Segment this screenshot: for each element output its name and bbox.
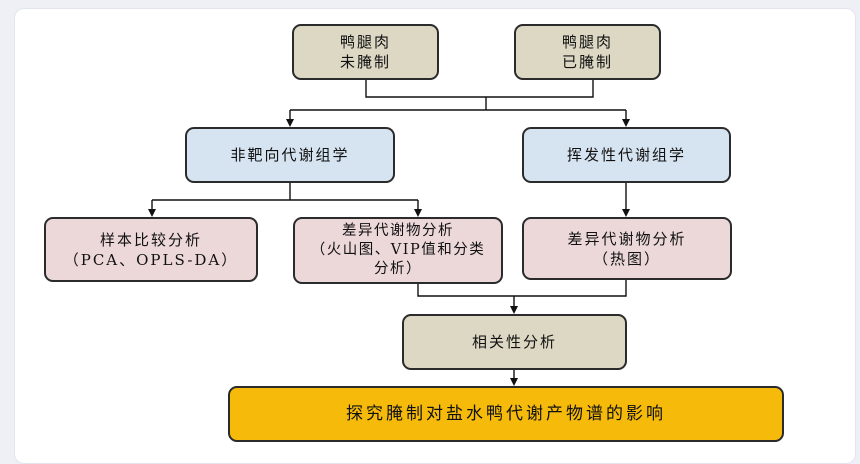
node-sample-comparison: 样本比较分析 （PCA、OPLS-DA）	[44, 217, 258, 282]
connector-duck-a	[365, 80, 486, 98]
node-correlation-analysis: 相关性分析	[402, 314, 627, 370]
connector-duck-b	[486, 80, 594, 98]
node-volatile-label: 挥发性代谢组学	[566, 146, 686, 164]
node-duck-salted-line1: 鸭腿肉	[561, 33, 613, 51]
connector-diff-volatile-down	[514, 280, 627, 297]
node-diff-untargeted-line3: 分析）	[374, 261, 422, 277]
node-sample-comparison-line1: 样本比较分析	[99, 230, 202, 249]
node-sample-comparison-line2: （PCA、OPLS-DA）	[63, 250, 239, 269]
node-diff-untargeted-line1: 差异代谢物分析	[342, 223, 454, 239]
connector-diff-untargeted-down	[417, 284, 514, 297]
node-untargeted-metabolomics: 非靶向代谢组学	[185, 127, 395, 183]
node-diff-untargeted-line2: （火山图、VIP值和分类	[310, 242, 486, 258]
node-volatile-metabolomics: 挥发性代谢组学	[522, 127, 731, 183]
node-duck-unsalted: 鸭腿肉 未腌制	[292, 24, 439, 80]
node-duck-salted-line2: 已腌制	[561, 53, 613, 71]
node-diff-volatile: 差异代谢物分析 （热图）	[522, 217, 732, 280]
node-research-goal-label: 探究腌制对盐水鸭代谢产物谱的影响	[346, 404, 666, 424]
node-duck-salted: 鸭腿肉 已腌制	[514, 24, 661, 80]
node-diff-volatile-line2: （热图）	[592, 249, 661, 268]
node-diff-volatile-line1: 差异代谢物分析	[567, 229, 687, 248]
node-research-goal: 探究腌制对盐水鸭代谢产物谱的影响	[228, 386, 784, 442]
node-untargeted-label: 非靶向代谢组学	[230, 146, 350, 164]
node-duck-unsalted-line1: 鸭腿肉	[339, 33, 391, 51]
node-correlation-label: 相关性分析	[471, 333, 557, 351]
node-duck-unsalted-line2: 未腌制	[339, 53, 391, 71]
node-diff-untargeted: 差异代谢物分析 （火山图、VIP值和分类 分析）	[293, 217, 503, 284]
